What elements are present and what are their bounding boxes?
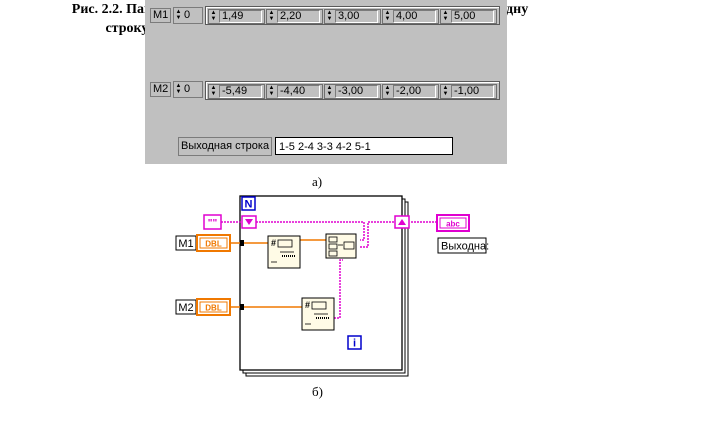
increment-decrement-icon[interactable]: ▲▼ [384, 10, 391, 22]
numeric-element[interactable]: ▲▼ 4,00 [382, 9, 439, 24]
svg-text:M2: M2 [178, 302, 193, 314]
numeric-element[interactable]: ▲▼ -4,40 [266, 84, 323, 99]
svg-text:M1: M1 [178, 238, 193, 250]
increment-decrement-icon[interactable]: ▲▼ [210, 85, 217, 97]
output-string-indicator: 1-5 2-4 3-3 4-2 5-1 [275, 137, 453, 155]
increment-decrement-icon[interactable]: ▲▼ [268, 10, 275, 22]
array-label-m2: M2 [150, 82, 172, 97]
dbl-array-terminal-m2[interactable]: DBL [196, 298, 231, 316]
for-loop[interactable] [239, 195, 409, 377]
output-label: Выходна: [437, 237, 489, 254]
input-label-m1: M1 [175, 235, 197, 251]
svg-text:#: # [271, 238, 276, 248]
svg-text:N: N [245, 199, 253, 211]
front-panel: M1 ▲▼ 0 ▲▼ 1,49 ▲▼ 2,20 ▲▼ 3,00 ▲▼ 4,00 … [145, 0, 507, 164]
svg-text:#: # [305, 300, 310, 310]
increment-decrement-icon[interactable]: ▲▼ [384, 85, 391, 97]
loop-iteration-terminal: i [347, 335, 362, 350]
array-index-m1[interactable]: ▲▼ 0 [173, 7, 203, 24]
caption-a: а) [312, 174, 323, 189]
shift-register-left[interactable] [241, 215, 257, 229]
svg-text:DBL: DBL [205, 240, 222, 249]
svg-text:Выходна:: Выходна: [441, 241, 489, 253]
increment-decrement-icon[interactable]: ▲▼ [175, 83, 182, 95]
array-m2: ▲▼ -5,49 ▲▼ -4,40 ▲▼ -3,00 ▲▼ -2,00 ▲▼ -… [205, 81, 500, 100]
numeric-element[interactable]: ▲▼ 1,49 [208, 9, 265, 24]
tunnel [240, 240, 244, 310]
numeric-element[interactable]: ▲▼ 2,20 [266, 9, 323, 24]
concatenate-strings-node[interactable] [325, 233, 357, 259]
empty-string-constant[interactable]: "" [203, 214, 222, 230]
increment-decrement-icon[interactable]: ▲▼ [442, 10, 449, 22]
increment-decrement-icon[interactable]: ▲▼ [326, 10, 333, 22]
svg-text:"": "" [208, 218, 218, 229]
svg-text:DBL: DBL [205, 304, 222, 313]
shift-register-right[interactable] [394, 215, 410, 229]
svg-text:i: i [353, 338, 356, 350]
increment-decrement-icon[interactable]: ▲▼ [326, 85, 333, 97]
array-label-m1: M1 [150, 8, 172, 23]
number-to-fractional-string-node[interactable]: # [267, 235, 301, 269]
numeric-element[interactable]: ▲▼ -5,49 [208, 84, 265, 99]
dbl-array-terminal-m1[interactable]: DBL [196, 234, 231, 252]
string-indicator-terminal[interactable]: abc [436, 214, 470, 232]
array-index-m2[interactable]: ▲▼ 0 [173, 81, 203, 98]
increment-decrement-icon[interactable]: ▲▼ [442, 85, 449, 97]
increment-decrement-icon[interactable]: ▲▼ [268, 85, 275, 97]
svg-text:abc: abc [446, 220, 460, 229]
numeric-element[interactable]: ▲▼ -3,00 [324, 84, 381, 99]
increment-decrement-icon[interactable]: ▲▼ [210, 10, 217, 22]
increment-decrement-icon[interactable]: ▲▼ [175, 9, 182, 21]
input-label-m2: M2 [175, 299, 197, 315]
output-string-label: Выходная строка [178, 137, 273, 156]
numeric-element[interactable]: ▲▼ 5,00 [440, 9, 497, 24]
caption-b: б) [312, 384, 323, 399]
numeric-element[interactable]: ▲▼ -2,00 [382, 84, 439, 99]
numeric-element[interactable]: ▲▼ 3,00 [324, 9, 381, 24]
array-m1: ▲▼ 1,49 ▲▼ 2,20 ▲▼ 3,00 ▲▼ 4,00 ▲▼ 5,00 [205, 6, 500, 25]
loop-count-terminal[interactable]: N [241, 196, 256, 211]
numeric-element[interactable]: ▲▼ -1,00 [440, 84, 497, 99]
number-to-fractional-string-node[interactable]: # [301, 297, 335, 331]
